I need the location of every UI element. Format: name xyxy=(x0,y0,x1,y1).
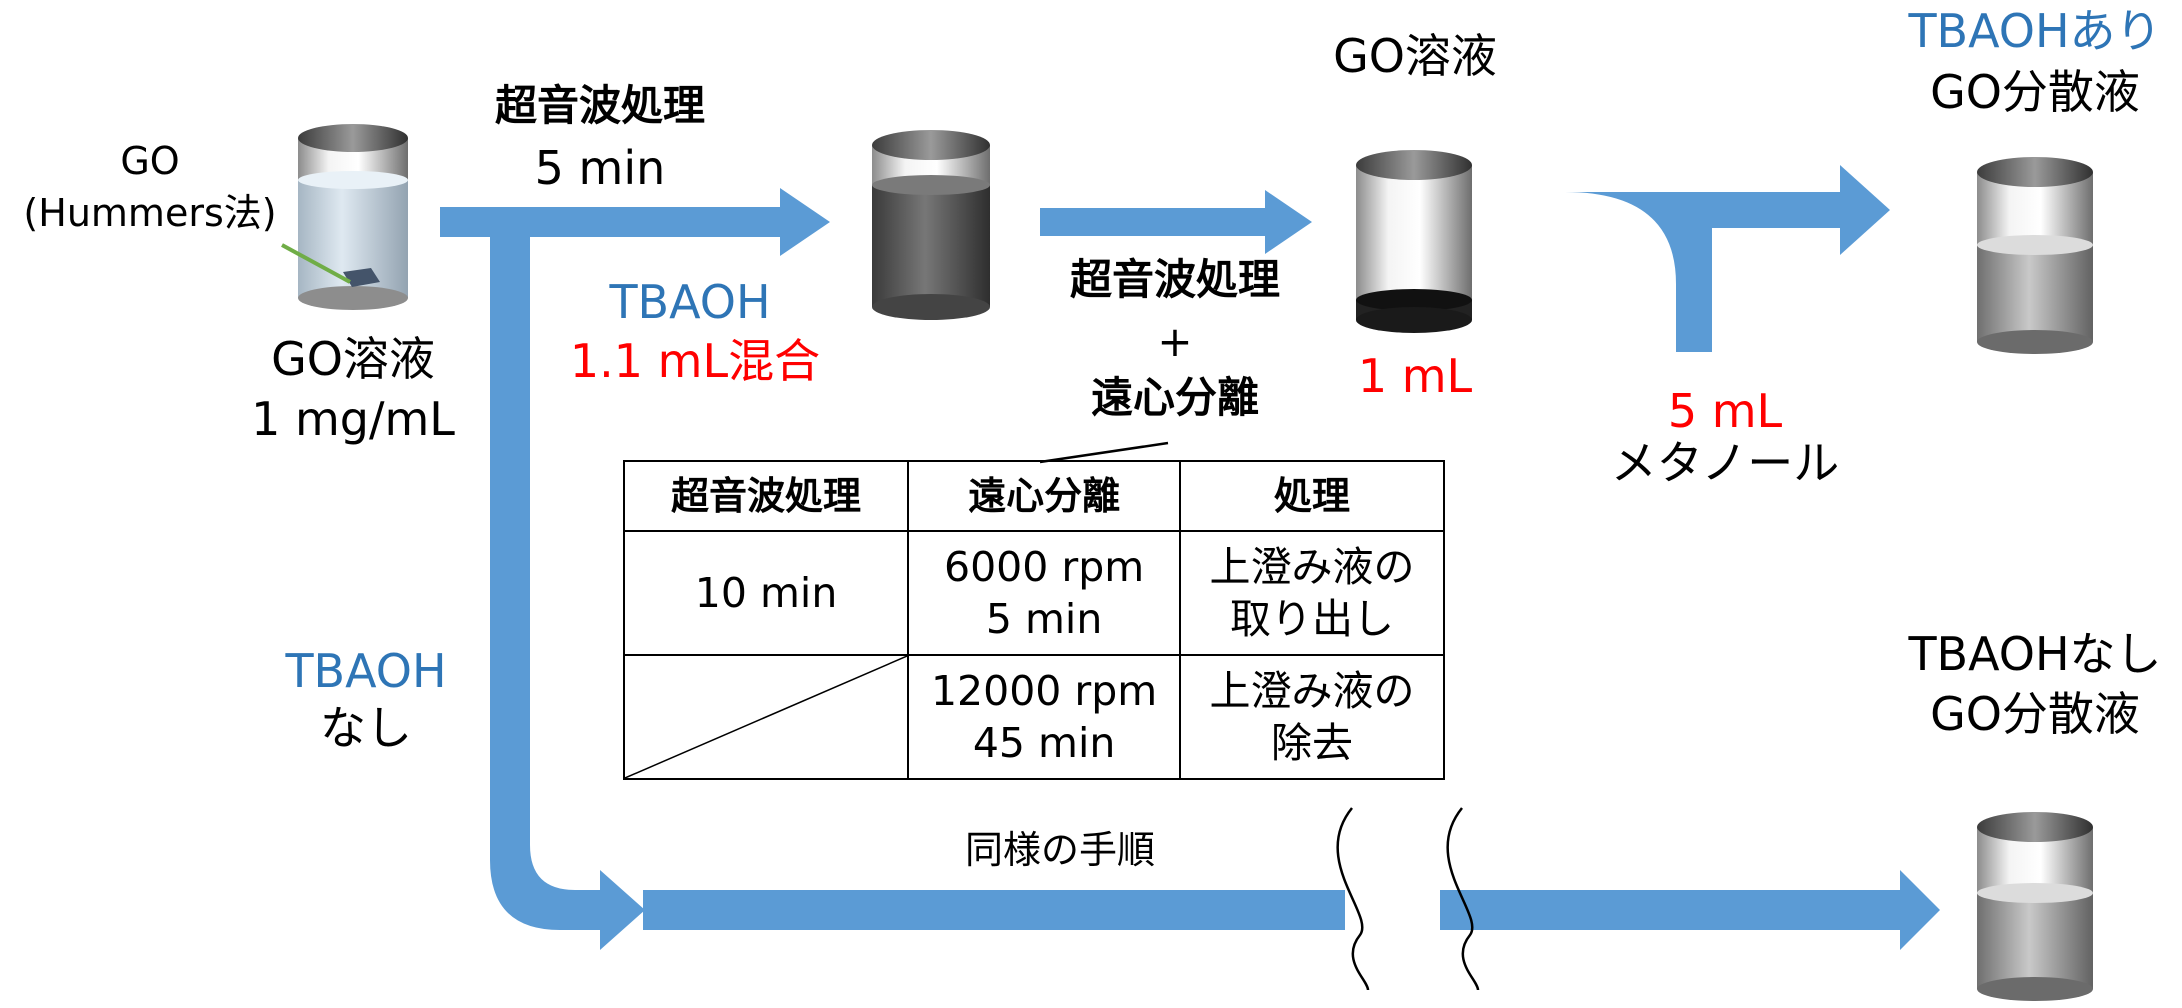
go-solution-volume: 1 mL xyxy=(1357,349,1473,403)
step2-process: 超音波処理 xyxy=(1069,255,1280,304)
beaker-icon xyxy=(298,124,408,310)
centrifuge-speed: 12000 rpm xyxy=(930,666,1158,715)
table-cell-treatment: 上澄み液の 除去 xyxy=(1179,654,1445,780)
process-table: 超音波処理 遠心分離 処理 10 min 6000 rpm 5 min 上澄み液… xyxy=(622,460,1445,780)
table-cell-sonication: 10 min xyxy=(622,530,910,656)
break-mark-icon xyxy=(1446,807,1480,991)
go-source-label: (Hummers法) xyxy=(23,191,277,235)
arrow-icon xyxy=(1565,165,1890,352)
treatment-line1: 上澄み液の xyxy=(1209,542,1415,591)
solution-conc: 1 mg/mL xyxy=(251,392,455,446)
methanol-volume: 5 mL xyxy=(1667,384,1783,438)
table-header: 超音波処理 xyxy=(622,460,910,532)
step1-process: 超音波処理 xyxy=(494,81,705,130)
result-with-line2: GO分散液 xyxy=(1930,65,2140,119)
table-header-row: 超音波処理 遠心分離 処理 xyxy=(622,460,1445,532)
beaker-icon xyxy=(872,130,990,320)
no-tbaoh-none: なし xyxy=(320,701,412,755)
result-without-line1: TBAOHなし xyxy=(1908,627,2162,681)
result-without-line2: GO分散液 xyxy=(1930,687,2140,741)
arrow-icon xyxy=(643,870,1940,950)
table-cell-treatment: 上澄み液の 取り出し xyxy=(1179,530,1445,656)
step2-separation: 遠心分離 xyxy=(1090,373,1259,422)
tbaoh-amount: 1.1 mL混合 xyxy=(569,334,821,388)
centrifuge-duration: 45 min xyxy=(972,719,1116,767)
go-label: GO xyxy=(120,139,180,183)
arrow-icon xyxy=(490,237,645,950)
go-solution-label: GO溶液 xyxy=(1333,29,1497,83)
table-cell-empty xyxy=(622,654,910,780)
treatment-line1: 上澄み液の xyxy=(1209,666,1415,715)
beaker-icon xyxy=(1977,157,2093,354)
table-cell-centrifuge: 6000 rpm 5 min xyxy=(907,530,1182,656)
methanol-name: メタノール xyxy=(1610,436,1840,490)
table-cell-centrifuge: 12000 rpm 45 min xyxy=(907,654,1182,780)
beaker-icon xyxy=(1977,812,2093,1001)
tbaoh-label: TBAOH xyxy=(609,275,771,329)
leader-line xyxy=(1039,441,1169,464)
centrifuge-speed: 6000 rpm xyxy=(944,542,1145,591)
treatment-line2: 取り出し xyxy=(1230,595,1395,643)
same-procedure-label: 同様の手順 xyxy=(964,828,1155,872)
beaker-icon xyxy=(1356,150,1472,333)
no-tbaoh-label: TBAOH xyxy=(285,644,447,698)
table-header: 処理 xyxy=(1179,460,1445,532)
arrow-icon xyxy=(1040,190,1312,254)
table-row: 10 min 6000 rpm 5 min 上澄み液の 取り出し xyxy=(622,530,1445,656)
break-mark-icon xyxy=(1336,807,1370,991)
arrow-icon xyxy=(440,188,830,256)
solution-name: GO溶液 xyxy=(271,332,435,386)
table-header: 遠心分離 xyxy=(907,460,1182,532)
go-flake-icon xyxy=(343,268,380,287)
step1-time: 5 min xyxy=(534,141,666,195)
result-with-line1: TBAOHあり xyxy=(1908,4,2162,58)
treatment-line2: 除去 xyxy=(1271,719,1354,767)
table-row: 12000 rpm 45 min 上澄み液の 除去 xyxy=(622,654,1445,780)
step2-plus: + xyxy=(1157,317,1193,366)
centrifuge-duration: 5 min xyxy=(985,595,1103,643)
